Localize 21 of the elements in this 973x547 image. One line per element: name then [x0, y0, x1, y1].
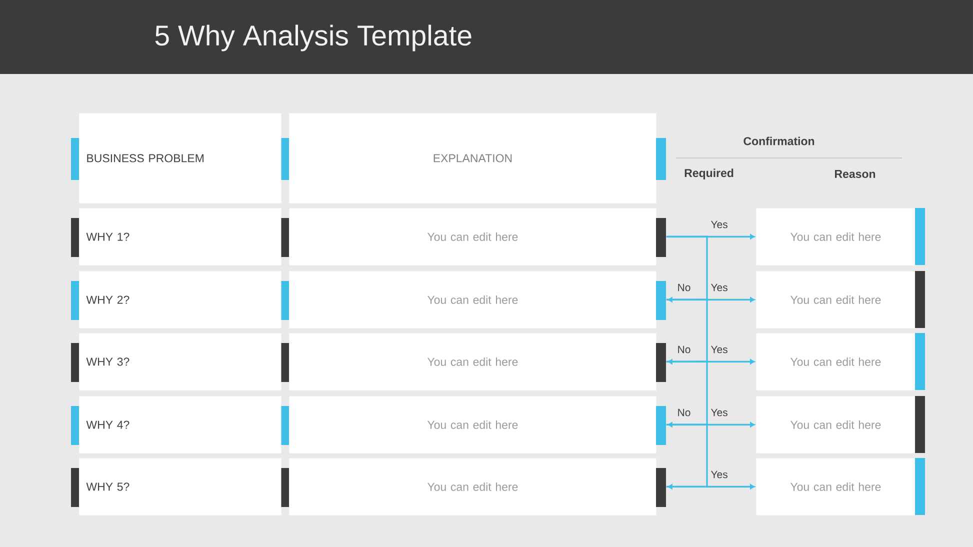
text-box: You can edit here [289, 458, 656, 516]
text-box: You can edit here [289, 271, 656, 328]
column-heading: Reason [835, 170, 876, 178]
text-box: You can edit here [756, 271, 916, 328]
text-box: You can edit here [756, 333, 916, 390]
text-box: You can edit here [289, 396, 656, 454]
header-box: BUSINESS PROBLEM [79, 113, 282, 204]
text-box: You can edit here [289, 333, 656, 390]
column-heading: Confirmation [744, 136, 814, 146]
label-box: WHY 4? [79, 396, 282, 454]
label-box: WHY 1? [79, 208, 282, 266]
text-box: You can edit here [756, 396, 916, 454]
text-box: You can edit here [756, 208, 916, 266]
header-box: EXPLANATION [289, 113, 656, 204]
title: 5 Why Analysis Template [155, 24, 472, 52]
text-box: You can edit here [289, 208, 656, 266]
label-box: WHY 2? [79, 271, 282, 328]
text-box: You can edit here [756, 458, 916, 516]
column-heading: Required [684, 168, 734, 180]
label-box: WHY 5? [79, 458, 282, 516]
label-box: WHY 3? [79, 333, 282, 390]
